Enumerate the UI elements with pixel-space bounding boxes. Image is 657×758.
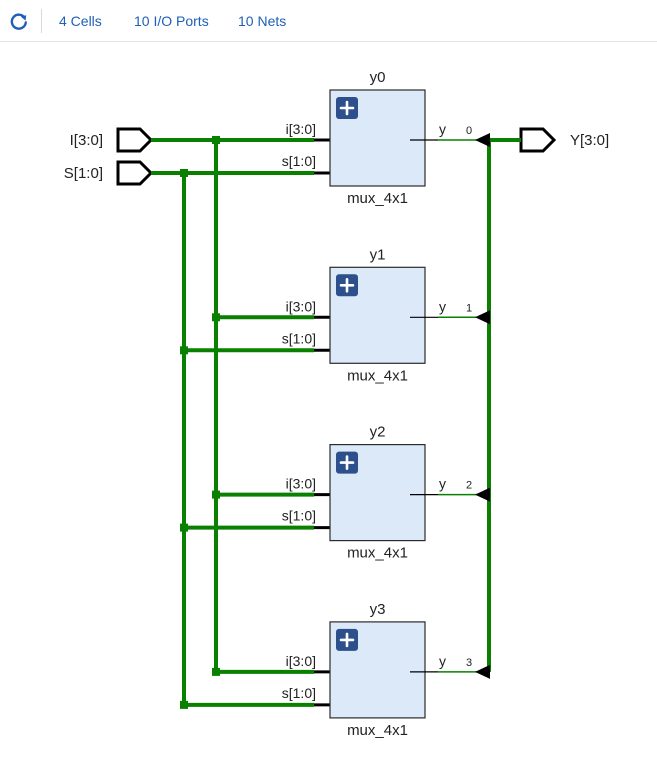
input-port-s[interactable] (116, 160, 154, 186)
cell-body[interactable] (329, 89, 426, 187)
cell-pin-label-i: i[3:0] (286, 298, 316, 314)
cells-count-link[interactable]: 4 Cells (59, 13, 102, 29)
cell-pin-label-s: s[1:0] (282, 685, 316, 701)
cell-y3[interactable] (314, 621, 438, 719)
cell-pin-label-y: y (439, 121, 446, 137)
cell-body[interactable] (329, 266, 426, 364)
cell-instance-label: y0 (370, 69, 386, 86)
net-bit-label: 0 (466, 125, 472, 137)
input-port-label-i: I[3:0] (70, 132, 103, 149)
net-bit-label: 2 (466, 480, 472, 492)
nets-count-link[interactable]: 10 Nets (238, 13, 287, 29)
cell-pin-label-i: i[3:0] (286, 653, 316, 669)
schematic-toolbar: 4 Cells 10 I/O Ports 10 Nets (0, 0, 657, 42)
cell-pin-label-y: y (439, 298, 446, 314)
cell-type-label: mux_4x1 (347, 545, 408, 562)
cell-pin-label-s: s[1:0] (282, 153, 316, 169)
cell-pin-label-i: i[3:0] (286, 476, 316, 492)
refresh-icon[interactable] (8, 10, 30, 32)
plus-icon-glyph (339, 455, 355, 470)
bus-ripper-arrow (475, 133, 490, 147)
cell-y1[interactable] (314, 266, 438, 364)
junction-dot (212, 136, 220, 144)
plus-icon-glyph (339, 278, 355, 293)
bus-ripper-arrow (475, 487, 490, 502)
cell-type-label: mux_4x1 (347, 190, 408, 207)
toolbar-separator (41, 9, 42, 33)
plus-icon-glyph (339, 632, 355, 648)
junction-dot (180, 523, 188, 532)
cell-y2[interactable] (314, 444, 438, 542)
cell-pin-label-i: i[3:0] (286, 121, 316, 137)
io-ports-count-link[interactable]: 10 I/O Ports (134, 13, 209, 29)
junction-dot (180, 346, 188, 355)
output-port-label-y: Y[3:0] (570, 132, 609, 149)
net-bit-label: 3 (466, 657, 472, 669)
cell-instance-label: y2 (370, 424, 386, 441)
cell-instance-label: y1 (370, 246, 386, 263)
junction-dot (180, 169, 188, 177)
junction-dot (212, 490, 220, 499)
junction-dot (180, 700, 188, 709)
schematic-canvas: I[3:0]S[1:0]Y[3:0]y0mux_4x1i[3:0]s[1:0]y… (64, 69, 609, 739)
input-port-i[interactable] (116, 127, 154, 153)
cell-pin-label-s: s[1:0] (282, 508, 316, 524)
cell-type-label: mux_4x1 (347, 722, 408, 739)
junction-dot (212, 667, 220, 676)
junction-dot (212, 313, 220, 322)
net-bit-label: 1 (466, 302, 472, 314)
cell-pin-label-s: s[1:0] (282, 330, 316, 346)
cell-instance-label: y3 (370, 601, 386, 618)
output-port-y[interactable] (519, 127, 557, 153)
cell-pin-label-y: y (439, 653, 446, 669)
bus-ripper-arrow (475, 664, 490, 679)
cell-type-label: mux_4x1 (347, 367, 408, 384)
plus-icon-glyph (339, 100, 355, 116)
input-port-label-s: S[1:0] (64, 165, 103, 182)
bus-ripper-arrow (475, 310, 490, 325)
cell-pin-label-y: y (439, 476, 446, 492)
cell-y0[interactable] (314, 89, 438, 187)
